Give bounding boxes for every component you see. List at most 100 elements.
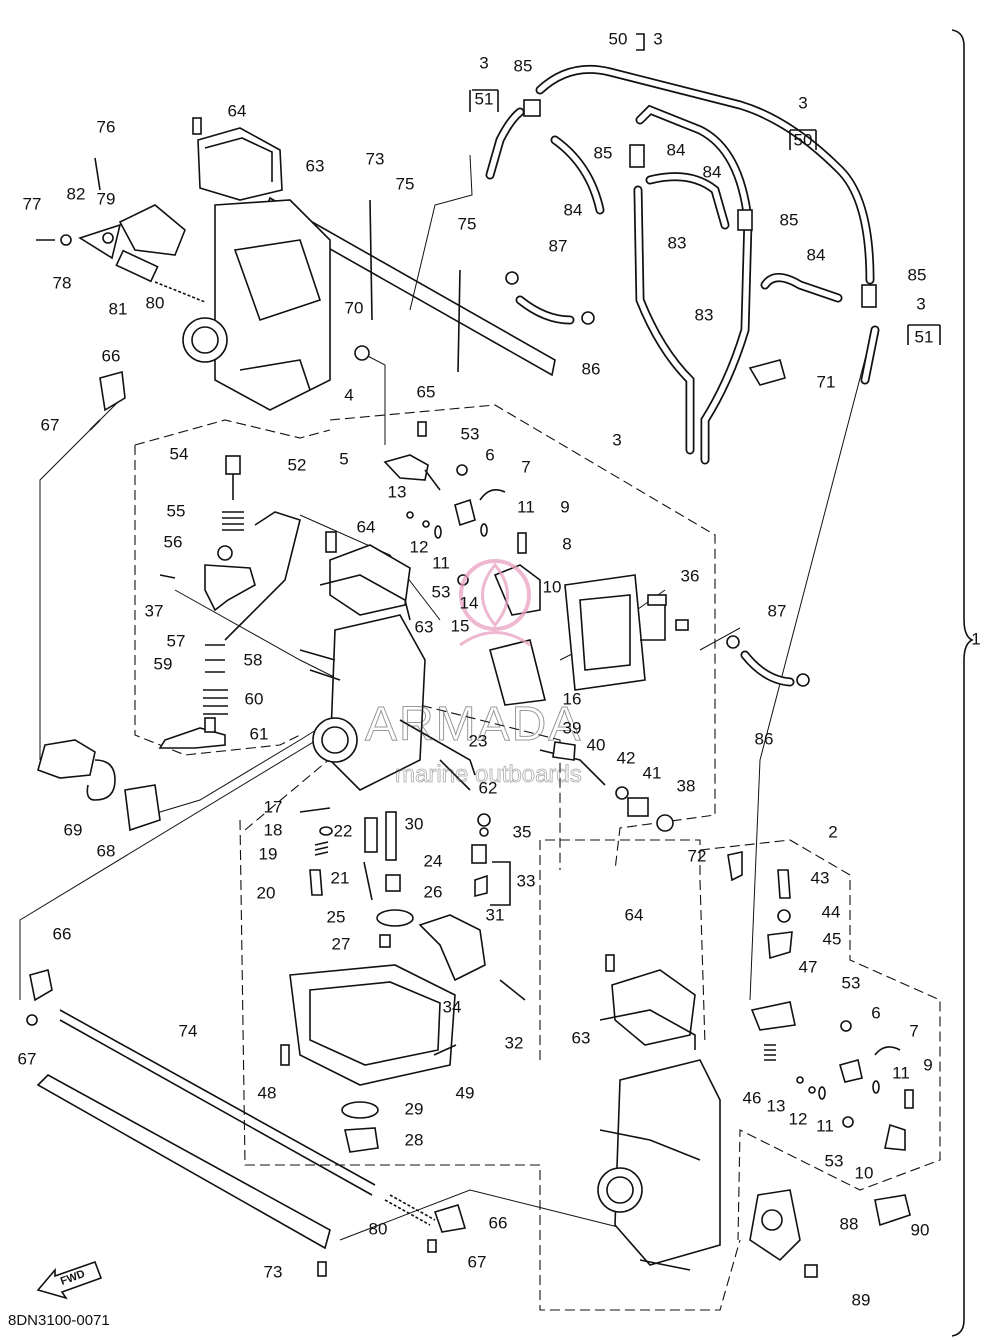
callout-58: 58 [244, 650, 263, 669]
carburetor-top [182, 117, 331, 411]
callout-49: 49 [456, 1083, 475, 1102]
callout-50: 50 [794, 130, 813, 149]
callout-34: 34 [443, 997, 462, 1016]
callout-24: 24 [424, 851, 443, 870]
callout-55: 55 [167, 501, 186, 520]
callout-9: 9 [560, 497, 569, 516]
callout-25: 25 [327, 907, 346, 926]
callout-3: 3 [916, 294, 925, 313]
callout-53: 53 [461, 424, 480, 443]
watermark-brand: ARMADA [365, 698, 582, 751]
callout-64: 64 [228, 101, 247, 120]
callout-22: 22 [334, 821, 353, 840]
callout-70: 70 [345, 298, 364, 317]
callout-27: 27 [332, 934, 351, 953]
callout-16: 16 [563, 689, 582, 708]
callout-63: 63 [415, 617, 434, 636]
group-boundary-left [134, 419, 331, 756]
callout-86: 86 [755, 729, 774, 748]
callout-84: 84 [807, 245, 826, 264]
callout-46: 46 [743, 1088, 762, 1107]
callout-85: 85 [514, 56, 533, 75]
callout-53: 53 [842, 973, 861, 992]
callout-67: 67 [41, 415, 60, 434]
callout-30: 30 [405, 814, 424, 833]
callout-75: 75 [396, 174, 415, 193]
callout-45: 45 [823, 929, 842, 948]
callout-3: 3 [479, 53, 488, 72]
callout-77: 77 [23, 194, 42, 213]
callout-17: 17 [264, 797, 283, 816]
callout-66: 66 [53, 924, 72, 943]
callout-40: 40 [587, 735, 606, 754]
callout-38: 38 [677, 776, 696, 795]
assembly-brace [951, 29, 974, 1337]
callout-10: 10 [855, 1163, 874, 1182]
callout-79: 79 [97, 189, 116, 208]
callout-44: 44 [822, 902, 841, 921]
callout-90: 90 [911, 1220, 930, 1239]
group-boundary-main [329, 404, 716, 871]
callout-43: 43 [811, 868, 830, 887]
callout-2: 2 [828, 822, 837, 841]
callout-8: 8 [562, 534, 571, 553]
callout-3: 3 [798, 93, 807, 112]
callout-50: 50 [609, 29, 628, 48]
callout-13: 13 [388, 482, 407, 501]
callout-11: 11 [517, 497, 535, 516]
callout-51: 51 [475, 89, 494, 108]
callout-32: 32 [505, 1033, 524, 1052]
callout-53: 53 [825, 1151, 844, 1170]
callout-12: 12 [410, 537, 429, 556]
callout-80: 80 [369, 1219, 388, 1238]
callout-13: 13 [767, 1096, 786, 1115]
callout-42: 42 [617, 748, 636, 767]
callout-57: 57 [167, 631, 186, 650]
callout-82: 82 [67, 184, 86, 203]
callout-59: 59 [154, 654, 173, 673]
callout-78: 78 [53, 273, 72, 292]
callout-89: 89 [852, 1290, 871, 1309]
callout-87: 87 [768, 601, 787, 620]
callout-83: 83 [668, 233, 687, 252]
callout-64: 64 [625, 905, 644, 924]
callout-37: 37 [145, 601, 164, 620]
callout-54: 54 [170, 444, 189, 463]
callout-14: 14 [460, 593, 479, 612]
callout-74: 74 [179, 1021, 198, 1040]
callout-67: 67 [18, 1049, 37, 1068]
callout-47: 47 [799, 957, 818, 976]
callout-85: 85 [594, 143, 613, 162]
callout-15: 15 [451, 616, 470, 635]
callout-75: 75 [458, 214, 477, 233]
callout-1: 1 [971, 629, 980, 648]
fwd-arrow-icon: FWD [36, 1260, 103, 1300]
callout-65: 65 [417, 382, 436, 401]
callout-29: 29 [405, 1099, 424, 1118]
callout-71: 71 [817, 372, 836, 391]
group-boundary-assembly2 [699, 839, 941, 1241]
callout-28: 28 [405, 1130, 424, 1149]
callout-7: 7 [909, 1021, 918, 1040]
callout-63: 63 [572, 1028, 591, 1047]
callout-41: 41 [643, 763, 662, 782]
carburetor-bottom [597, 954, 721, 1271]
callout-67: 67 [468, 1252, 487, 1271]
callout-81: 81 [109, 299, 128, 318]
callout-87: 87 [549, 236, 568, 255]
link-rod [36, 196, 556, 1250]
callout-18: 18 [264, 820, 283, 839]
callout-36: 36 [681, 566, 700, 585]
callout-64: 64 [357, 517, 376, 536]
callout-9: 9 [923, 1055, 932, 1074]
armada-watermark: ARMADA marine outboards [365, 559, 582, 788]
callout-60: 60 [245, 689, 264, 708]
callout-6: 6 [871, 1003, 880, 1022]
callout-51: 51 [915, 327, 934, 346]
callout-20: 20 [257, 883, 276, 902]
callout-12: 12 [789, 1109, 808, 1128]
callout-85: 85 [780, 210, 799, 229]
diagram-code: 8DN3100-0071 [8, 1312, 110, 1329]
callout-84: 84 [703, 162, 722, 181]
